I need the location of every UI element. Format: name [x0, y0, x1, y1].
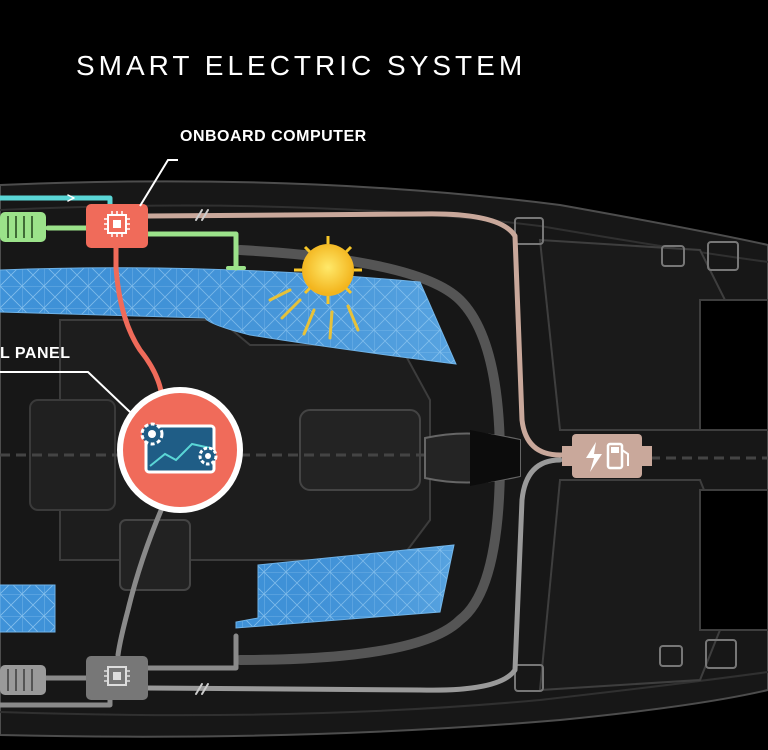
- lightning-icon: [586, 442, 602, 472]
- callout-line-panel: [0, 371, 131, 413]
- boat-hull: [0, 180, 768, 738]
- page-title: SMART ELECTRIC SYSTEM: [76, 50, 527, 81]
- solar-panel-left: [0, 584, 56, 633]
- callout-line-computer: [139, 159, 178, 207]
- fuel-pump-icon: [606, 442, 629, 470]
- onboard-computer-label: ONBOARD COMPUTER: [180, 128, 367, 145]
- gear-icon: [198, 446, 218, 466]
- sun-icon: [268, 236, 362, 340]
- battery-icon: [0, 665, 46, 695]
- secondary-computer-module: [86, 656, 148, 700]
- onboard-computer-module: [86, 204, 148, 248]
- chip-icon: [104, 211, 130, 237]
- control-panel-module: [117, 387, 243, 513]
- gear-icon: [140, 422, 164, 446]
- chip-icon: [104, 666, 130, 686]
- charger-module: [562, 434, 652, 478]
- battery-icon: [0, 212, 46, 242]
- monitor-icon: [144, 424, 216, 474]
- panel-label: L PANEL: [0, 345, 71, 362]
